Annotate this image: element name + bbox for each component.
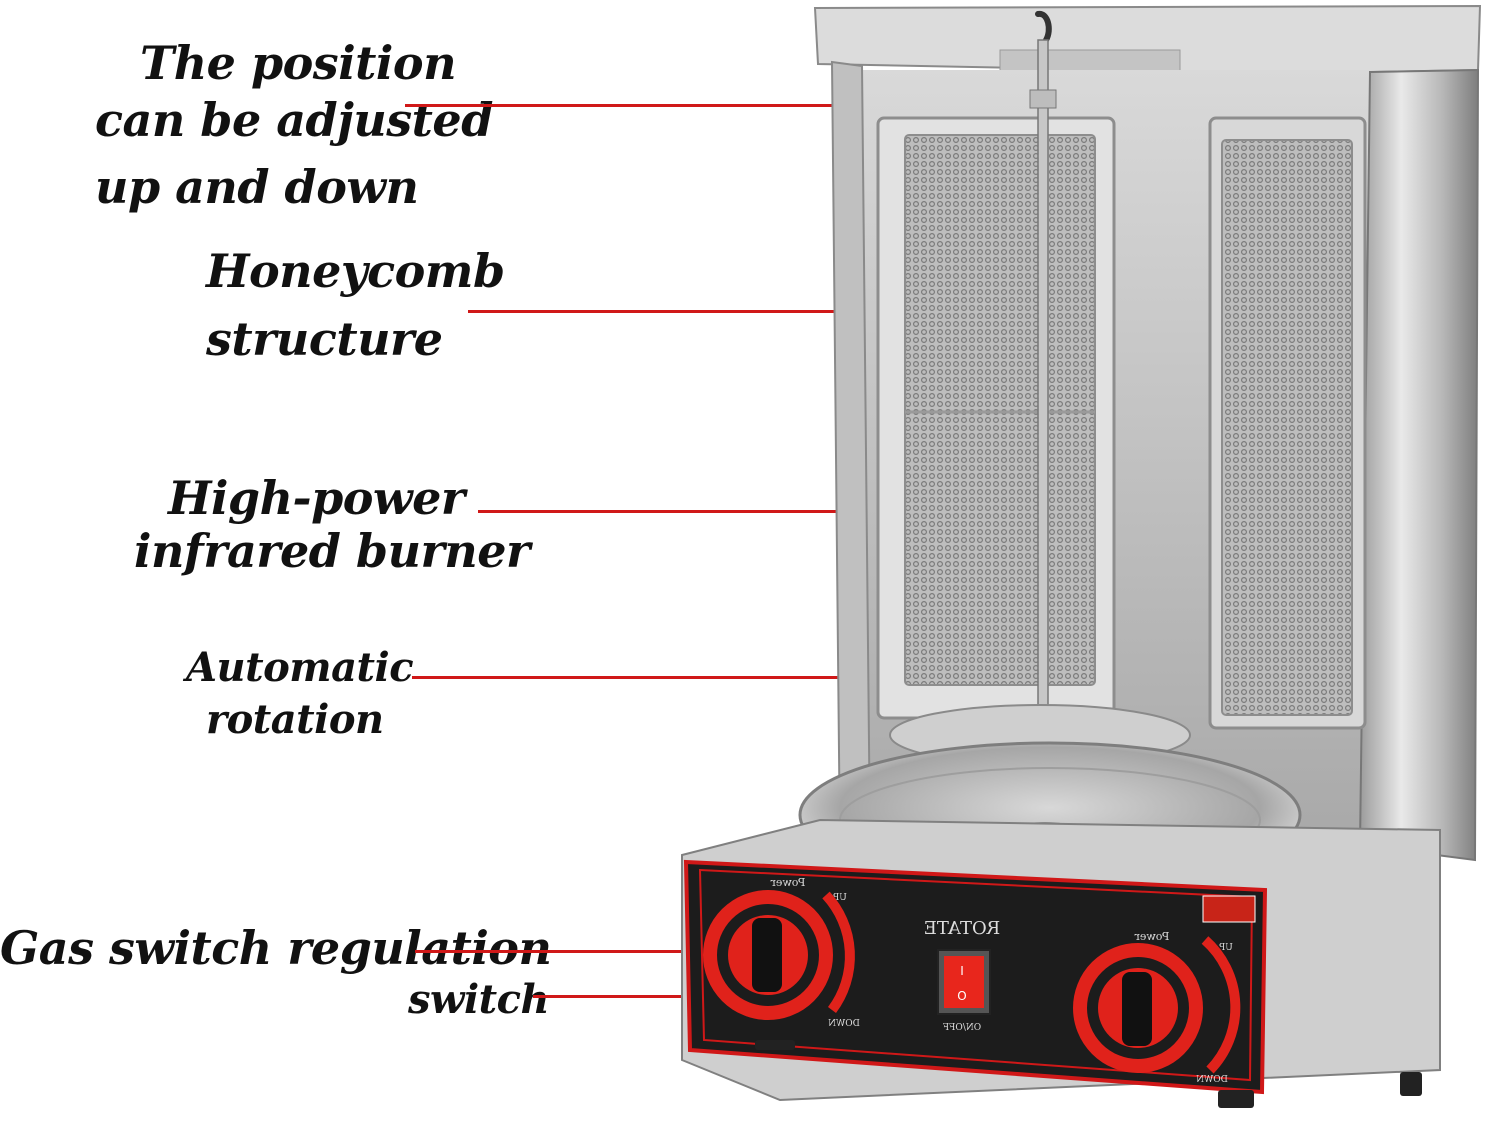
leader-position — [405, 104, 995, 107]
warning-sticker — [1202, 895, 1256, 923]
callout-burner-line2: infrared burner — [134, 524, 530, 578]
left-burner — [876, 116, 1116, 720]
leader-gas — [415, 950, 765, 953]
callout-rotation-line1: Automatic — [186, 644, 414, 691]
panel-title: ROTATE — [924, 918, 1001, 939]
left-gas-knob[interactable] — [703, 890, 855, 1020]
right-gas-knob[interactable] — [1073, 936, 1241, 1074]
callout-position-line1: The position — [140, 36, 457, 90]
leader-burner — [478, 510, 962, 513]
callout-honeycomb-line2: structure — [206, 312, 443, 366]
panel-power-left: Power — [770, 876, 806, 889]
panel-down-left: DOWN — [828, 1019, 860, 1029]
panel-up-right: UP — [1219, 943, 1233, 953]
callout-rotation-line2: rotation — [206, 696, 384, 743]
right-wall — [1358, 68, 1480, 862]
callout-burner-line1: High-power — [168, 471, 465, 525]
panel-power-right: Power — [1134, 930, 1170, 943]
svg-text:O: O — [957, 989, 966, 1003]
vertical-broiler-image: I O ROTATE Power Power UP UP DOWN DOWN O… — [681, 4, 1482, 1108]
leader-honeycomb — [468, 310, 962, 313]
rotate-switch[interactable]: I O — [937, 949, 991, 1015]
right-burner — [1208, 116, 1367, 730]
callout-gas-line1: Gas switch regulation — [0, 921, 552, 975]
feet — [755, 1040, 1422, 1108]
control-panel: I O ROTATE Power Power UP UP DOWN DOWN O… — [683, 859, 1268, 1095]
callout-position-line3: up and down — [95, 160, 419, 214]
leader-rotation — [412, 676, 1040, 679]
panel-down-right: DOWN — [1196, 1075, 1228, 1085]
callout-honeycomb-line1: Honeycomb — [206, 244, 505, 298]
svg-text:I: I — [960, 964, 964, 978]
panel-up-left: UP — [833, 893, 847, 903]
callout-switch-line1: switch — [408, 976, 550, 1023]
panel-switch-caption: ON/OFF — [943, 1023, 981, 1033]
top-lid — [813, 4, 1482, 77]
